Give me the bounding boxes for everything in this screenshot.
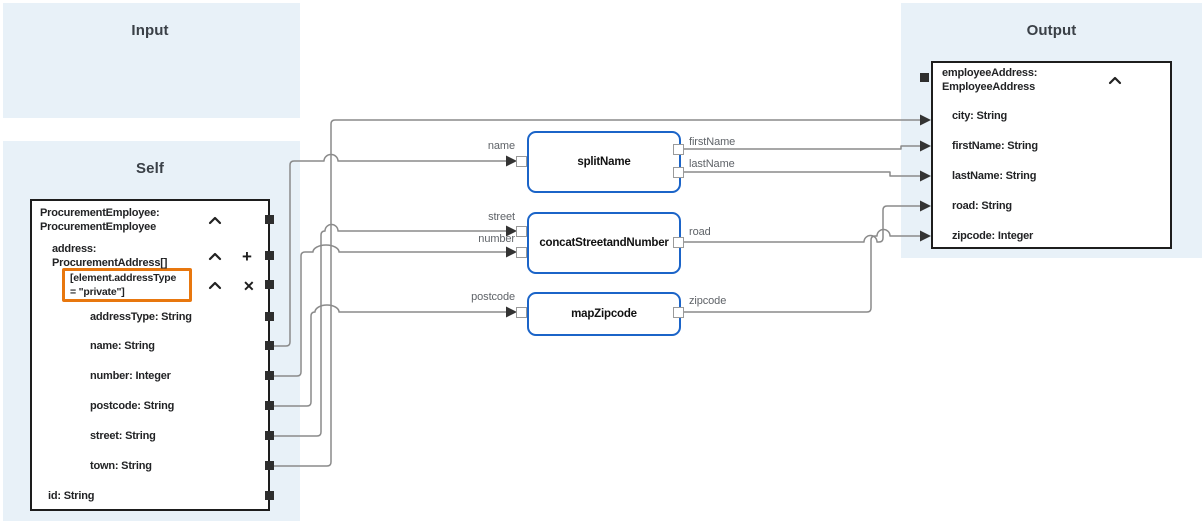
connection-town-to-city: [274, 119, 920, 467]
splitname-input-port-name[interactable]: [516, 156, 527, 167]
tree-node-address-filter[interactable]: [element.addressType = "private"]: [70, 272, 177, 298]
collapse-chevron-icon[interactable]: [208, 281, 222, 290]
tree-node-number[interactable]: number: Integer: [90, 370, 171, 382]
mapzipcode-output-port-zipcode[interactable]: [673, 307, 684, 318]
port-street[interactable]: [265, 431, 274, 440]
self-panel-title: Self: [136, 160, 164, 177]
output-panel-title: Output: [1026, 22, 1077, 39]
input-port-label-postcode: postcode: [471, 291, 515, 303]
tree-node-out-zipcode[interactable]: zipcode: Integer: [952, 230, 1034, 242]
port-postcode[interactable]: [265, 401, 274, 410]
port-procurementemployee[interactable]: [265, 215, 274, 224]
tree-node-procurementemployee[interactable]: ProcurementEmployee: ProcurementEmployee: [40, 207, 160, 233]
output-port-label-lastname: lastName: [689, 158, 735, 170]
function-label: splitName: [577, 156, 631, 168]
collapse-chevron-icon[interactable]: [208, 252, 222, 261]
connection-zipcode-to-output: [684, 228, 920, 313]
port-address-filter[interactable]: [265, 280, 274, 289]
port-name[interactable]: [265, 341, 274, 350]
port-town[interactable]: [265, 461, 274, 470]
function-splitname[interactable]: splitName: [527, 131, 681, 193]
tree-node-city[interactable]: city: String: [952, 110, 1008, 122]
port-addresstype[interactable]: [265, 312, 274, 321]
concat-input-port-number[interactable]: [516, 247, 527, 258]
arrow-into-firstname: [920, 140, 931, 152]
function-label: concatStreetandNumber: [539, 237, 669, 249]
output-port-label-firstname: firstName: [689, 136, 736, 148]
input-port-label-street: street: [488, 211, 515, 223]
tree-node-out-lastname[interactable]: lastName: String: [952, 170, 1037, 182]
tree-node-employeeaddress[interactable]: employeeAddress: EmployeeAddress: [942, 67, 1038, 93]
tree-node-postcode[interactable]: postcode: String: [90, 400, 175, 412]
remove-filter-icon[interactable]: ✕: [243, 278, 255, 294]
tree-node-name[interactable]: name: String: [90, 340, 155, 352]
add-filter-icon[interactable]: +: [242, 247, 252, 266]
input-panel-title: Input: [131, 22, 169, 39]
input-port-label-name: name: [487, 140, 515, 152]
connection-lastname-to-output: [684, 171, 920, 177]
input-port-label-number: number: [478, 233, 515, 245]
tree-node-town[interactable]: town: String: [90, 460, 152, 472]
arrow-into-splitname: [506, 155, 517, 167]
arrow-into-mapzipcode: [506, 306, 517, 318]
tree-node-addresstype[interactable]: addressType: String: [90, 311, 192, 323]
filter-highlight-box: [62, 268, 192, 302]
output-node-box: [931, 61, 1172, 249]
self-node-box: [30, 199, 270, 511]
collapse-chevron-icon[interactable]: [208, 216, 222, 225]
splitname-output-port-lastname[interactable]: [673, 167, 684, 178]
arrow-into-concat-number: [506, 246, 517, 258]
tree-node-out-road[interactable]: road: String: [952, 200, 1012, 212]
collapse-chevron-icon[interactable]: [1108, 76, 1122, 85]
connection-road-to-output: [684, 205, 920, 243]
arrow-into-zipcode: [920, 230, 931, 242]
arrow-into-lastname: [920, 170, 931, 182]
output-port-label-zipcode: zipcode: [689, 295, 727, 307]
function-concatstreetandnumber[interactable]: concatStreetandNumber: [527, 212, 681, 274]
arrow-into-road: [920, 200, 931, 212]
port-address[interactable]: [265, 251, 274, 260]
port-number[interactable]: [265, 371, 274, 380]
port-id[interactable]: [265, 491, 274, 500]
concat-output-port-road[interactable]: [673, 237, 684, 248]
connection-number-to-concat: [274, 244, 506, 377]
input-panel: [3, 3, 300, 118]
arrow-into-city: [920, 114, 931, 126]
connection-postcode-to-mapzipcode: [274, 304, 506, 407]
connection-street-to-concat: [274, 223, 506, 437]
tree-node-id[interactable]: id: String: [48, 490, 95, 502]
port-employeeaddress[interactable]: [920, 73, 929, 82]
concat-input-port-street[interactable]: [516, 226, 527, 237]
splitname-output-port-firstname[interactable]: [673, 144, 684, 155]
mapzipcode-input-port-postcode[interactable]: [516, 307, 527, 318]
tree-node-street[interactable]: street: String: [90, 430, 156, 442]
connection-firstname-to-output: [684, 145, 920, 150]
tree-node-out-firstname[interactable]: firstName: String: [952, 140, 1038, 152]
output-port-label-road: road: [689, 226, 711, 238]
tree-node-address[interactable]: address: ProcurementAddress[]: [52, 243, 168, 269]
function-label: mapZipcode: [571, 308, 637, 320]
connection-name-to-splitname: [274, 153, 506, 347]
arrow-into-concat-street: [506, 225, 517, 237]
function-mapzipcode[interactable]: mapZipcode: [527, 292, 681, 336]
